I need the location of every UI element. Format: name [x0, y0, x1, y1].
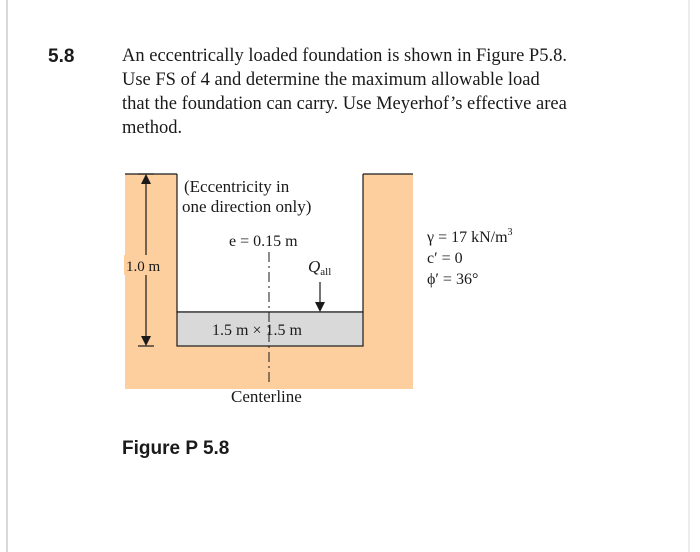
figure-caption: Figure P 5.8	[122, 438, 230, 459]
eccentricity-note-line-2: one direction only)	[182, 197, 311, 216]
unit-weight-exponent: 3	[508, 227, 513, 238]
cohesion-label: c′ = 0	[427, 250, 463, 267]
centerline-label: Centerline	[231, 387, 302, 406]
load-label: Qall	[308, 257, 331, 278]
unit-weight-label: γ = 17 kN/m3	[426, 227, 513, 246]
problem-statement: An eccentrically loaded foundation is sh…	[122, 44, 642, 140]
load-subscript: all	[320, 266, 331, 278]
problem-line-2: Use FS of 4 and determine the maximum al…	[122, 70, 540, 90]
load-symbol: Q	[308, 257, 320, 276]
depth-arrow-top	[141, 174, 151, 184]
right-page-edge	[688, 0, 690, 552]
depth-arrow-bottom	[141, 336, 151, 346]
friction-angle-label: ϕ′ = 36°	[427, 271, 478, 288]
problem-line-3: that the foundation can carry. Use Meyer…	[122, 94, 567, 114]
problem-line-4: method.	[122, 118, 183, 138]
footing	[176, 311, 364, 347]
unit-weight-text: γ = 17 kN/m	[426, 229, 508, 246]
problem-line-1: An eccentrically loaded foundation is sh…	[122, 46, 567, 66]
left-page-edge	[6, 0, 8, 552]
load-arrow-head	[315, 302, 325, 312]
depth-label: 1.0 m	[126, 259, 161, 275]
eccentricity-note-line-1: (Eccentricity in	[184, 177, 290, 196]
eccentricity-label: e = 0.15 m	[229, 233, 298, 250]
footing-size-label: 1.5 m × 1.5 m	[212, 322, 302, 339]
problem-number: 5.8	[48, 46, 75, 67]
depth-label-background	[124, 255, 172, 275]
